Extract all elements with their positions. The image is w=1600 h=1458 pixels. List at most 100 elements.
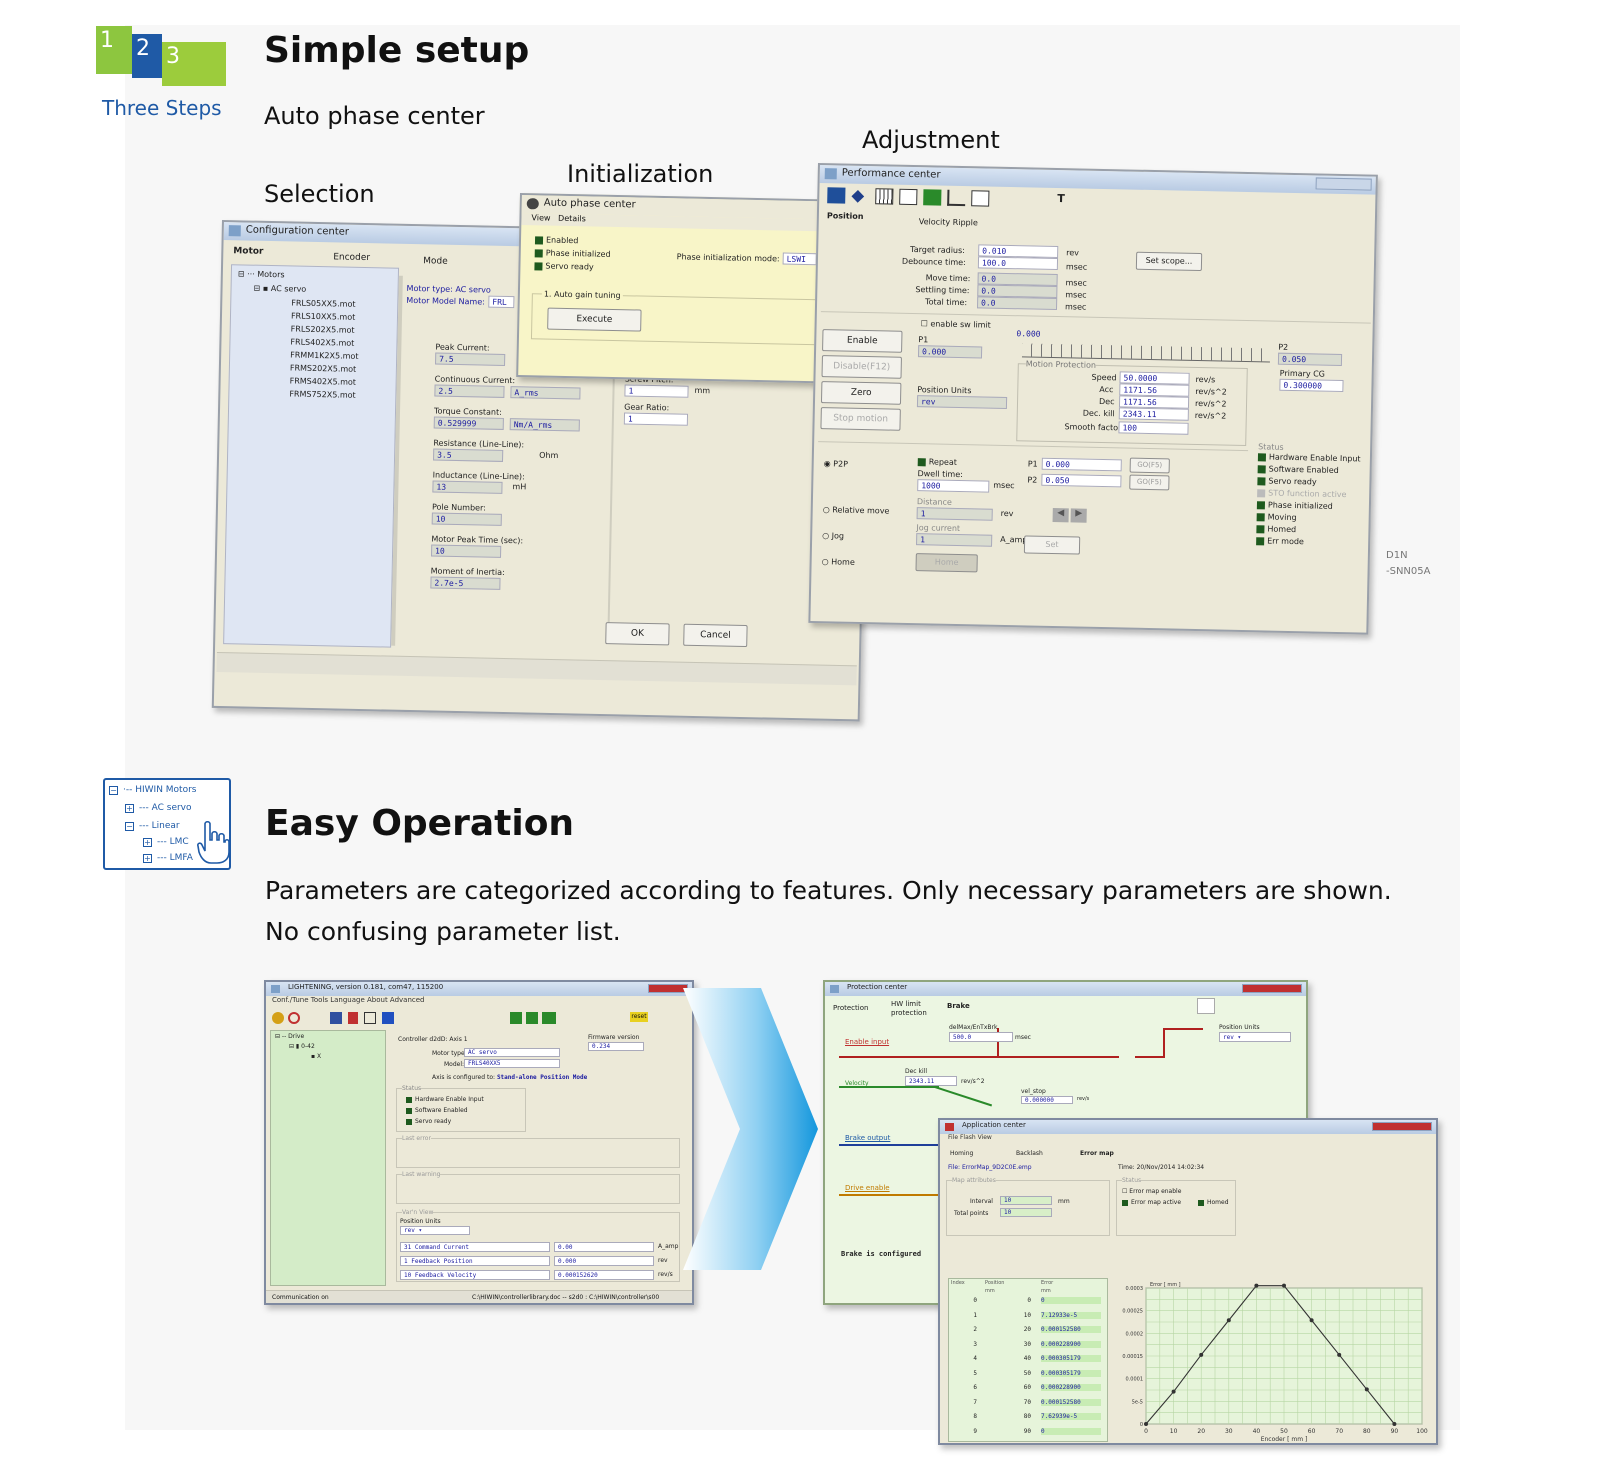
param-unit-select[interactable]: Nm/A_rms xyxy=(509,418,580,432)
blank-button[interactable] xyxy=(1197,998,1215,1014)
save-icon[interactable] xyxy=(382,1012,394,1024)
set-button[interactable]: Set xyxy=(1023,535,1081,555)
connect-icon[interactable] xyxy=(272,1012,284,1024)
tab-hw-limit[interactable]: HW limit protection xyxy=(891,1000,927,1017)
disable-button[interactable]: Disable(F12) xyxy=(821,355,902,379)
tab-position[interactable]: Position xyxy=(826,211,864,221)
param-field[interactable]: 7.5 xyxy=(435,352,506,366)
go-p2-button[interactable]: GO(F5) xyxy=(1129,474,1170,491)
p2p-radio[interactable]: ◉ P2P xyxy=(823,459,849,469)
error-map-enable-checkbox[interactable]: ☐ Error map enable xyxy=(1122,1188,1182,1195)
ok-button[interactable]: OK xyxy=(605,622,670,646)
phase-init-mode-field[interactable]: LSWI xyxy=(782,252,817,266)
home-radio[interactable]: ○ Home xyxy=(821,557,855,567)
interval-field[interactable]: 10 xyxy=(1000,1196,1052,1205)
tree-file[interactable]: FRMM1K2X5.mot xyxy=(290,350,359,361)
tab-protection[interactable]: Protection xyxy=(833,1004,869,1012)
param-icon[interactable] xyxy=(526,1012,538,1024)
arrow-right-icon[interactable]: ▶ xyxy=(1070,508,1087,523)
zero-button[interactable]: Zero xyxy=(820,381,902,405)
menu-view[interactable]: View xyxy=(531,213,551,223)
position-units-select[interactable]: rev xyxy=(916,395,1008,410)
tab-homing[interactable]: Homing xyxy=(950,1150,974,1157)
tab-backlash[interactable]: Backlash xyxy=(1016,1150,1043,1157)
dec-kill-field[interactable]: 2343.11 xyxy=(1118,407,1189,421)
home-button[interactable]: Home xyxy=(915,553,978,573)
window-controls[interactable] xyxy=(1242,984,1302,993)
param-field[interactable]: 10 xyxy=(431,512,502,526)
position-units-select[interactable]: rev ▾ xyxy=(400,1226,470,1235)
tree-file[interactable]: FRMS402X5.mot xyxy=(289,376,357,387)
tool-icon[interactable] xyxy=(330,1012,342,1024)
set-scope-button[interactable]: Set scope... xyxy=(1135,251,1203,272)
tree-file[interactable]: FRLS202X5.mot xyxy=(290,324,355,335)
reset-indicator[interactable]: reset xyxy=(630,1012,648,1022)
tree-node-ac-servo[interactable]: ⊟ ▪ AC servo xyxy=(253,283,307,294)
tab-encoder[interactable]: Encoder xyxy=(333,252,371,264)
param-icon[interactable] xyxy=(542,1012,556,1024)
step-response-icon[interactable] xyxy=(947,189,966,207)
param-icon[interactable] xyxy=(510,1012,522,1024)
refresh-icon[interactable] xyxy=(288,1012,300,1024)
p2-field[interactable]: 0.050 xyxy=(1277,352,1343,367)
tab-mode[interactable]: Mode xyxy=(423,256,448,267)
panel-icon[interactable] xyxy=(971,190,990,207)
dwell-time-field[interactable]: 1000 xyxy=(917,479,990,493)
stop-icon[interactable] xyxy=(348,1012,358,1024)
tree-node-x[interactable]: ▪ X xyxy=(311,1053,322,1060)
total-points-field[interactable]: 10 xyxy=(1000,1208,1052,1217)
var-name-select[interactable]: 31 Command Current xyxy=(400,1242,550,1252)
delay-field[interactable]: 500.0 xyxy=(949,1032,1013,1042)
relative-move-radio[interactable]: ○ Relative move xyxy=(822,505,890,516)
param-field[interactable]: 10 xyxy=(430,544,502,558)
go-p1-button[interactable]: GO(F5) xyxy=(1129,457,1170,474)
gear-ratio-field[interactable]: 1 xyxy=(623,412,689,426)
screw-pitch-field[interactable]: 1 xyxy=(624,384,689,398)
primary-cg-field[interactable]: 0.300000 xyxy=(1279,378,1344,393)
cancel-button[interactable]: Cancel xyxy=(683,623,748,648)
enable-button[interactable]: Enable xyxy=(822,329,903,353)
param-field[interactable]: 3.5 xyxy=(433,448,504,462)
param-unit-select[interactable]: A_rms xyxy=(510,386,581,400)
debounce-field[interactable]: 100.0 xyxy=(977,256,1059,271)
chart-icon[interactable] xyxy=(364,1012,376,1024)
tree-node-axis[interactable]: ⊟ ▮ 0-42 xyxy=(289,1043,315,1050)
distance-field[interactable]: 1 xyxy=(916,507,993,521)
p2b-field[interactable]: 0.050 xyxy=(1041,473,1122,488)
tree-file[interactable]: FRLS10XX5.mot xyxy=(290,311,356,322)
menu-bar[interactable]: Conf./Tune Tools Language About Advanced xyxy=(272,996,425,1004)
scope-icon[interactable] xyxy=(827,187,846,204)
window-controls[interactable] xyxy=(1372,1122,1432,1131)
p1-field[interactable]: 0.000 xyxy=(917,345,983,359)
menu-details[interactable]: Details xyxy=(558,213,586,224)
power-icon[interactable] xyxy=(923,189,942,206)
position-units-select[interactable]: rev ▾ xyxy=(1219,1032,1291,1042)
param-field[interactable]: 0.529999 xyxy=(433,416,504,430)
stop-motion-button[interactable]: Stop motion xyxy=(820,407,901,431)
dec-kill-field[interactable]: 2343.11 xyxy=(905,1076,957,1086)
vel-stop-field[interactable]: 0.000000 xyxy=(1021,1096,1073,1104)
execute-button[interactable]: Execute xyxy=(547,307,642,332)
tab-velocity-ripple[interactable]: Velocity Ripple xyxy=(918,217,978,228)
param-field[interactable]: 13 xyxy=(432,480,503,494)
tree-file[interactable]: FRLS402X5.mot xyxy=(290,337,355,348)
arrow-left-icon[interactable]: ◀ xyxy=(1052,507,1069,523)
tab-brake[interactable]: Brake xyxy=(947,1002,970,1010)
tab-motor[interactable]: Motor xyxy=(233,246,264,257)
tree-file[interactable]: FRMS202X5.mot xyxy=(289,363,357,374)
grid-icon[interactable] xyxy=(875,188,894,205)
smooth-factor-field[interactable]: 100 xyxy=(1118,421,1189,435)
sw-limit-checkbox[interactable]: ☐ enable sw limit xyxy=(920,319,991,330)
diamond-icon[interactable] xyxy=(851,189,865,203)
window-controls[interactable] xyxy=(648,984,688,993)
curve-icon[interactable] xyxy=(899,188,918,206)
tree-file[interactable]: FRLS05XX5.mot xyxy=(291,298,356,309)
param-field[interactable]: 2.7e-5 xyxy=(430,576,501,590)
var-name-select[interactable]: 10 Feedback Velocity xyxy=(400,1270,550,1280)
motor-model-name-field[interactable]: FRL xyxy=(488,295,515,309)
repeat-checkbox[interactable]: Repeat xyxy=(917,457,957,467)
param-field[interactable]: 2.5 xyxy=(434,384,505,398)
p1b-field[interactable]: 0.000 xyxy=(1041,457,1122,472)
jog-current-field[interactable]: 1 xyxy=(916,533,993,547)
menu-bar[interactable]: File Flash View xyxy=(948,1134,992,1141)
